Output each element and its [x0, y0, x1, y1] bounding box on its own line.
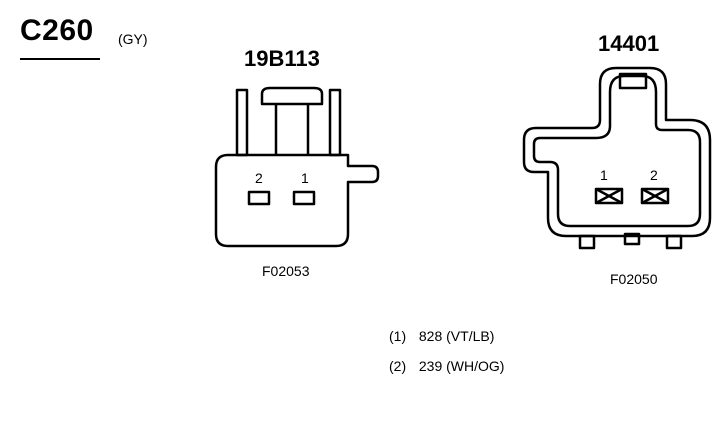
left-pin-label-1: 1 [301, 170, 309, 186]
right-pin-cavity-2 [640, 187, 670, 205]
legend-row-2: (2) 239 (WH/OG) [389, 358, 504, 374]
left-connector-drawing [214, 86, 380, 248]
right-pin-label-1: 1 [600, 167, 608, 183]
right-view-part-number: 14401 [598, 31, 660, 56]
left-pin-cavity-1 [292, 190, 316, 206]
legend-pin-1: (1) [389, 328, 407, 344]
left-view-figure-code: F02053 [262, 263, 310, 279]
right-connector-drawing [522, 66, 712, 250]
connector-color: (GY) [118, 31, 148, 47]
right-terminal-left [578, 234, 596, 250]
left-latch-right [328, 88, 342, 157]
right-connector-inner [532, 74, 702, 228]
right-view-figure-code: F02050 [610, 271, 658, 287]
legend-circuit-2: 239 (WH/OG) [418, 358, 505, 374]
legend-circuit-1: 828 (VT/LB) [418, 328, 495, 344]
right-connector-outer [522, 66, 712, 238]
left-view-part-number: 19B113 [244, 46, 320, 71]
right-pin-cavity-1 [594, 187, 624, 205]
connector-id-underline [20, 58, 100, 60]
right-terminal-middle [623, 232, 641, 246]
left-pin-cavity-2 [247, 190, 271, 206]
legend-row-1: (1) 828 (VT/LB) [389, 328, 494, 344]
left-pin-label-2: 2 [255, 170, 263, 186]
right-pin-label-2: 2 [650, 167, 658, 183]
connector-id: C260 [20, 14, 94, 47]
legend-pin-2: (2) [389, 358, 407, 374]
right-top-tab [618, 72, 648, 90]
right-terminal-right [665, 234, 683, 250]
left-latch-left [235, 88, 249, 157]
left-top-lock [260, 86, 324, 106]
left-connector-body [214, 153, 380, 248]
